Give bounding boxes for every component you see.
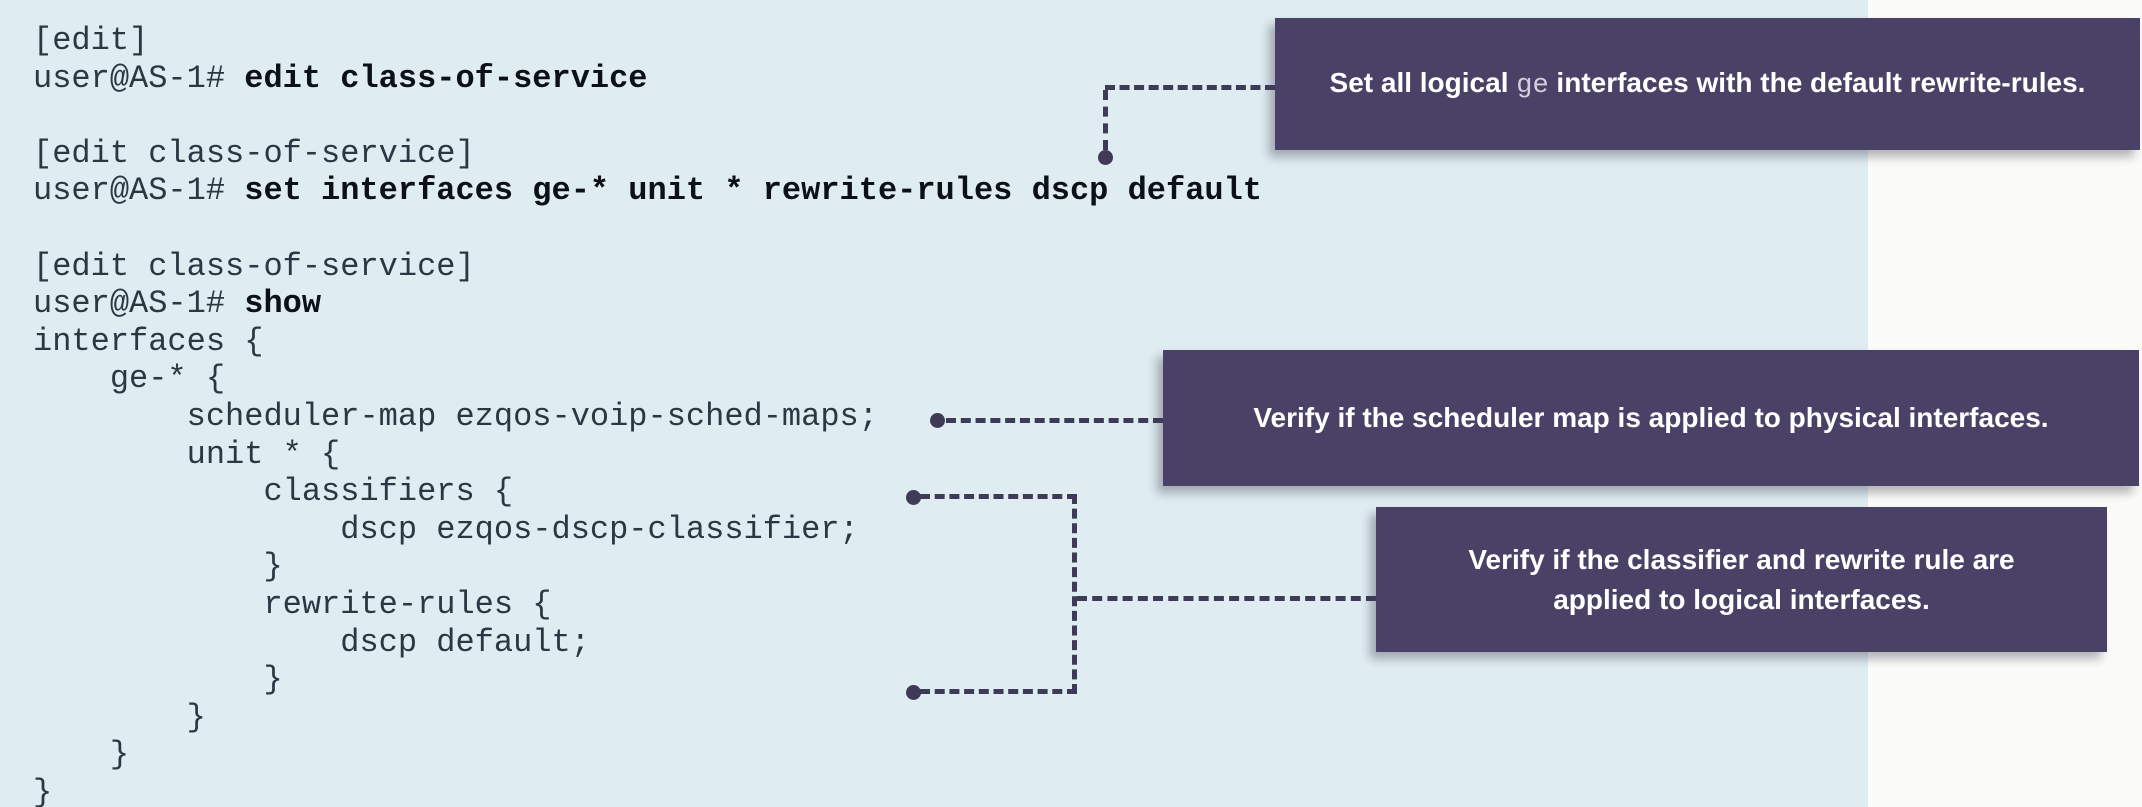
terminal-output: [edit]user@AS-1# edit class-of-service [… — [33, 22, 1262, 807]
terminal-line: dscp ezqos-dscp-classifier; — [33, 510, 859, 548]
terminal-line: } — [33, 736, 130, 774]
connector1-endpoint-dot — [1098, 150, 1113, 165]
callout-text: Verify if the scheduler map is applied t… — [1253, 402, 2049, 433]
connector1-vertical-line — [1103, 90, 1108, 150]
connector3-bottom-endpoint-dot — [906, 685, 921, 700]
connector2-horizontal-line — [946, 418, 1163, 423]
connector1-horizontal-line — [1105, 85, 1275, 90]
connector3-bottom-horizontal-line — [920, 689, 1077, 694]
terminal-line: [edit class-of-service] — [33, 134, 475, 172]
terminal-line — [33, 97, 1262, 135]
callout-box-classifier-rewrite: Verify if the classifier and rewrite rul… — [1376, 507, 2107, 652]
connector2-endpoint-dot — [930, 413, 945, 428]
terminal-line: user@AS-1# set interfaces ge-* unit * re… — [33, 172, 1262, 210]
connector3-vertical-line — [1072, 494, 1077, 694]
terminal-line: scheduler-map ezqos-voip-sched-maps; — [33, 397, 878, 435]
terminal-line — [33, 210, 1262, 248]
callout-box-scheduler-map: Verify if the scheduler map is applied t… — [1163, 350, 2139, 486]
terminal-line: rewrite-rules { — [33, 585, 552, 623]
terminal-line: interfaces { — [33, 322, 264, 360]
callout-box-default-rewrite-rules: Set all logical ge interfaces with the d… — [1275, 18, 2140, 150]
terminal-line: classifiers { — [33, 473, 514, 511]
terminal-line: } — [33, 698, 206, 736]
callout-text: Set all logical ge interfaces with the d… — [1329, 66, 2086, 101]
terminal-line: [edit class-of-service] — [33, 247, 475, 285]
terminal-line: [edit] — [33, 22, 149, 59]
terminal-line: ge-* { — [33, 360, 226, 398]
connector3-top-endpoint-dot — [906, 490, 921, 505]
terminal-line: } — [33, 773, 53, 807]
terminal-line: dscp default; — [33, 623, 590, 661]
connector3-branch-horizontal-line — [1077, 596, 1376, 601]
terminal-line: } — [33, 661, 283, 699]
terminal-line: unit * { — [33, 435, 341, 473]
terminal-line: user@AS-1# edit class-of-service — [33, 59, 648, 97]
terminal-line: user@AS-1# show — [33, 285, 322, 323]
callout-text: Verify if the classifier and rewrite rul… — [1468, 543, 2015, 615]
connector3-top-horizontal-line — [920, 494, 1077, 499]
terminal-line: } — [33, 548, 283, 586]
